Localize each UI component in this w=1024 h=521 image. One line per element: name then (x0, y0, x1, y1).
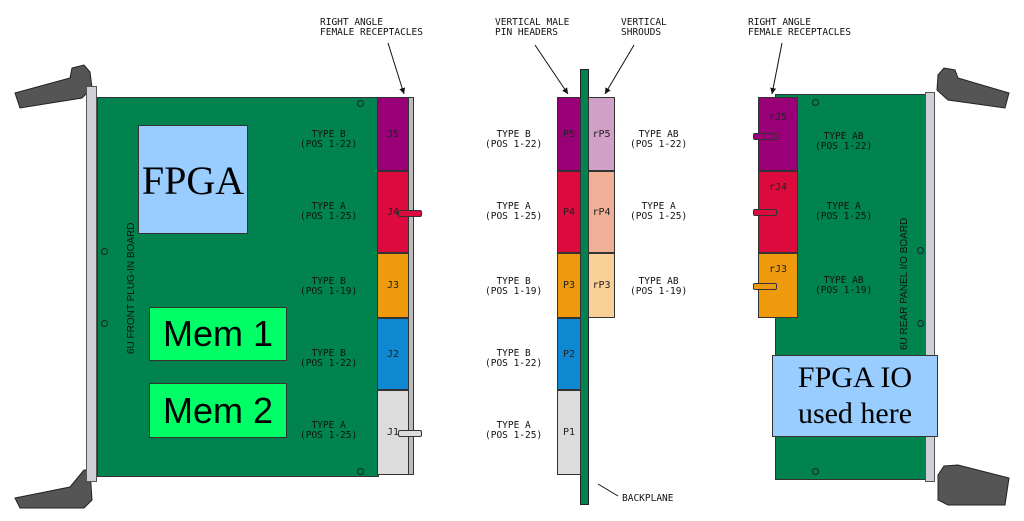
p5-type-label: TYPE B (POS 1-22) (485, 129, 543, 150)
j1-type-label: TYPE A (POS 1-25) (300, 420, 358, 441)
rear-board-title: 6U REAR PANEL I/O BOARD (899, 217, 910, 350)
header-p3: P3 (557, 253, 581, 318)
rj4-type-label: TYPE A (POS 1-25) (815, 201, 873, 222)
connector-j4: J4 (377, 171, 409, 253)
guide-pin (753, 133, 777, 140)
shroud-rp3: rP3 (588, 253, 615, 318)
header-p5: P5 (557, 97, 581, 171)
guide-pin (398, 430, 422, 437)
header-p4: P4 (557, 171, 581, 253)
mount-hole (101, 320, 108, 327)
rp5-type-label: TYPE AB (POS 1-22) (630, 129, 688, 150)
rp4-type-label: TYPE A (POS 1-25) (630, 201, 688, 222)
guide-pin (753, 209, 777, 216)
p2-type-label: TYPE B (POS 1-22) (485, 348, 543, 369)
header-p1: P1 (557, 390, 581, 475)
rj5-type-label: TYPE AB (POS 1-22) (815, 131, 873, 152)
pin-headers-callout: VERTICAL MALE PIN HEADERS (495, 17, 570, 38)
connector-j2: J2 (377, 318, 409, 390)
mount-hole (812, 99, 819, 106)
mount-hole (101, 248, 108, 255)
j5-type-label: TYPE B (POS 1-22) (300, 129, 358, 150)
rear-receptacles-callout: RIGHT ANGLE FEMALE RECEPTACLES (748, 17, 851, 38)
fpga-block: FPGA (138, 125, 248, 234)
j2-type-label: TYPE B (POS 1-22) (300, 348, 358, 369)
p3-type-label: TYPE B (POS 1-19) (485, 276, 543, 297)
backplane-callout: BACKPLANE (622, 493, 674, 504)
guide-pin (398, 210, 422, 217)
j4-type-label: TYPE A (POS 1-25) (300, 201, 358, 222)
top-right-ejector-handle (936, 67, 1010, 109)
mount-hole (357, 468, 364, 475)
shroud-rp4: rP4 (588, 171, 615, 253)
top-left-ejector-handle (14, 64, 93, 109)
guide-pin (753, 283, 777, 290)
shroud-rp5: rP5 (588, 97, 615, 171)
mem1-block: Mem 1 (149, 307, 287, 361)
rear-panel-rail (925, 92, 935, 482)
mount-hole (812, 468, 819, 475)
front-board-title: 6U FRONT PLUG-IN BOARD (126, 222, 137, 355)
mount-hole (357, 100, 364, 107)
connector-j5: J5 (377, 97, 409, 171)
j3-type-label: TYPE B (POS 1-19) (300, 276, 358, 297)
mount-hole (917, 247, 924, 254)
rp3-type-label: TYPE AB (POS 1-19) (630, 276, 688, 297)
front-panel-rail (86, 86, 97, 482)
shrouds-callout: VERTICAL SHROUDS (621, 17, 667, 38)
fpga-io-block: FPGA IO used here (772, 355, 938, 437)
connector-j3: J3 (377, 253, 409, 318)
header-p2: P2 (557, 318, 581, 390)
rj3-type-label: TYPE AB (POS 1-19) (815, 275, 873, 296)
p1-type-label: TYPE A (POS 1-25) (485, 420, 543, 441)
bottom-left-ejector-handle (14, 469, 93, 509)
mount-hole (917, 320, 924, 327)
front-receptacles-callout: RIGHT ANGLE FEMALE RECEPTACLES (320, 17, 423, 38)
mem2-block: Mem 2 (149, 383, 287, 438)
bottom-right-ejector-handle (937, 464, 1010, 506)
p4-type-label: TYPE A (POS 1-25) (485, 201, 543, 222)
